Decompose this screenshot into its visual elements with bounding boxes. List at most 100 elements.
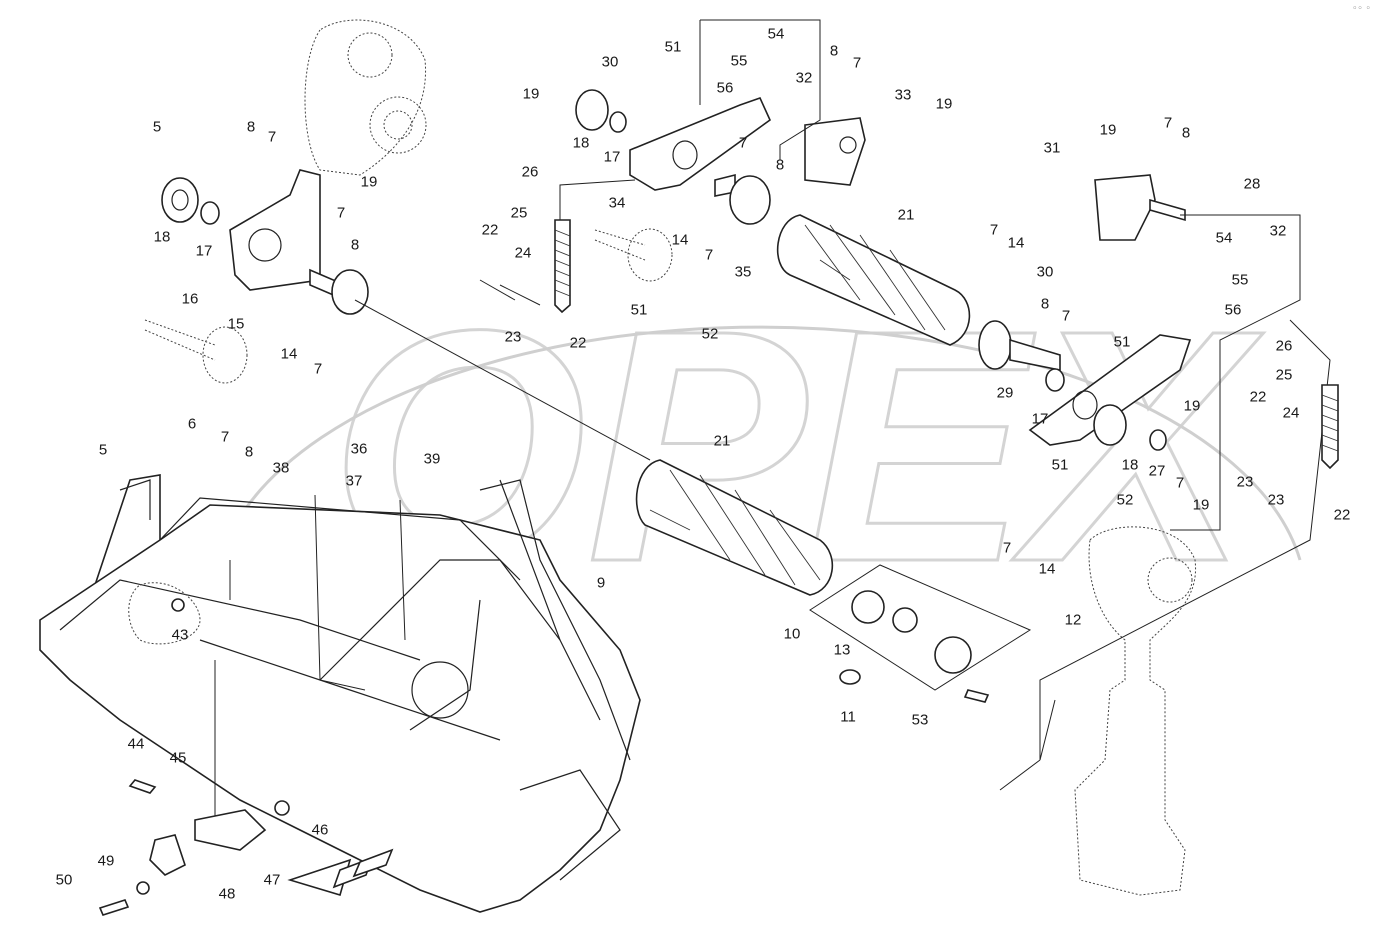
callout-24: 24 [1282, 404, 1300, 422]
callout-18: 18 [572, 134, 590, 152]
callout-19: 19 [935, 95, 953, 113]
callout-19: 19 [522, 85, 540, 103]
callout-8: 8 [1040, 295, 1050, 313]
lower-left-brackets [98, 779, 290, 916]
roller-lower [635, 459, 834, 596]
callout-25: 25 [1275, 366, 1293, 384]
callout-51: 51 [1113, 333, 1131, 351]
corner-mark: ◦◦ ◦ [1352, 4, 1371, 14]
callout-10: 10 [783, 625, 801, 643]
callout-7: 7 [1061, 307, 1071, 325]
spring-right [1321, 384, 1339, 470]
spring-left [554, 219, 571, 314]
callout-19: 19 [1099, 121, 1117, 139]
callout-31: 31 [1043, 139, 1061, 157]
callout-32: 32 [1269, 222, 1287, 240]
callout-36: 36 [350, 440, 368, 458]
callout-33: 33 [894, 86, 912, 104]
callout-14: 14 [280, 345, 298, 363]
right-arm-assembly [1028, 174, 1331, 760]
callout-32: 32 [795, 69, 813, 87]
leader-lines [214, 179, 1056, 830]
callout-17: 17 [195, 242, 213, 260]
callout-8: 8 [1181, 124, 1191, 142]
callout-52: 52 [1116, 491, 1134, 509]
roller-upper [776, 214, 1061, 371]
callout-13: 13 [833, 641, 851, 659]
callout-12: 12 [1064, 611, 1082, 629]
callout-22: 22 [1333, 506, 1351, 524]
callout-53: 53 [911, 711, 929, 729]
callout-7: 7 [267, 128, 277, 146]
callout-51: 51 [664, 38, 682, 56]
callout-21: 21 [713, 432, 731, 450]
callout-19: 19 [1192, 496, 1210, 514]
callout-27: 27 [1148, 462, 1166, 480]
callout-28: 28 [1243, 175, 1261, 193]
callout-8: 8 [244, 443, 254, 461]
callout-6: 6 [187, 415, 197, 433]
callout-5: 5 [152, 118, 162, 136]
callout-7: 7 [1163, 114, 1173, 132]
callout-55: 55 [730, 52, 748, 70]
callout-26: 26 [1275, 337, 1293, 355]
callout-7: 7 [336, 204, 346, 222]
callout-50: 50 [55, 871, 73, 889]
callout-7: 7 [704, 246, 714, 264]
callout-7: 7 [989, 221, 999, 239]
callout-46: 46 [311, 821, 329, 839]
callout-52: 52 [701, 325, 719, 343]
callout-39: 39 [423, 450, 441, 468]
callout-23: 23 [504, 328, 522, 346]
callout-43: 43 [171, 626, 189, 644]
callout-15: 15 [227, 315, 245, 333]
callout-5: 5 [98, 441, 108, 459]
callout-56: 56 [1224, 301, 1242, 319]
main-frame [39, 474, 641, 913]
callout-18: 18 [153, 228, 171, 246]
callout-37: 37 [345, 472, 363, 490]
callout-14: 14 [1007, 234, 1025, 252]
callout-38: 38 [272, 459, 290, 477]
callout-54: 54 [1215, 229, 1233, 247]
callout-8: 8 [246, 118, 256, 136]
callout-21: 21 [897, 206, 915, 224]
callout-7: 7 [738, 134, 748, 152]
callout-7: 7 [852, 54, 862, 72]
callout-23: 23 [1236, 473, 1254, 491]
callout-19: 19 [1183, 397, 1201, 415]
callout-22: 22 [569, 334, 587, 352]
callout-45: 45 [169, 749, 187, 767]
callout-8: 8 [350, 236, 360, 254]
top-gearbox [304, 19, 427, 176]
callout-51: 51 [1051, 456, 1069, 474]
callout-54: 54 [767, 25, 785, 43]
callout-8: 8 [775, 156, 785, 174]
callout-7: 7 [1002, 539, 1012, 557]
callout-29: 29 [996, 384, 1014, 402]
callout-55: 55 [1231, 271, 1249, 289]
center-arm-bracket [575, 19, 866, 282]
callout-17: 17 [1031, 410, 1049, 428]
callout-7: 7 [220, 428, 230, 446]
callout-14: 14 [671, 231, 689, 249]
callout-51: 51 [630, 301, 648, 319]
callout-11: 11 [840, 708, 856, 726]
callout-49: 49 [97, 852, 115, 870]
callout-25: 25 [510, 204, 528, 222]
callout-17: 17 [603, 148, 621, 166]
callout-35: 35 [734, 263, 752, 281]
callout-26: 26 [521, 163, 539, 181]
right-gearbox-tower [1074, 526, 1197, 896]
callout-16: 16 [181, 290, 199, 308]
callout-7: 7 [313, 360, 323, 378]
callout-22: 22 [1249, 388, 1267, 406]
callout-30: 30 [601, 53, 619, 71]
callout-44: 44 [127, 735, 145, 753]
callout-47: 47 [263, 871, 281, 889]
callout-14: 14 [1038, 560, 1056, 578]
callout-8: 8 [829, 42, 839, 60]
callout-30: 30 [1036, 263, 1054, 281]
